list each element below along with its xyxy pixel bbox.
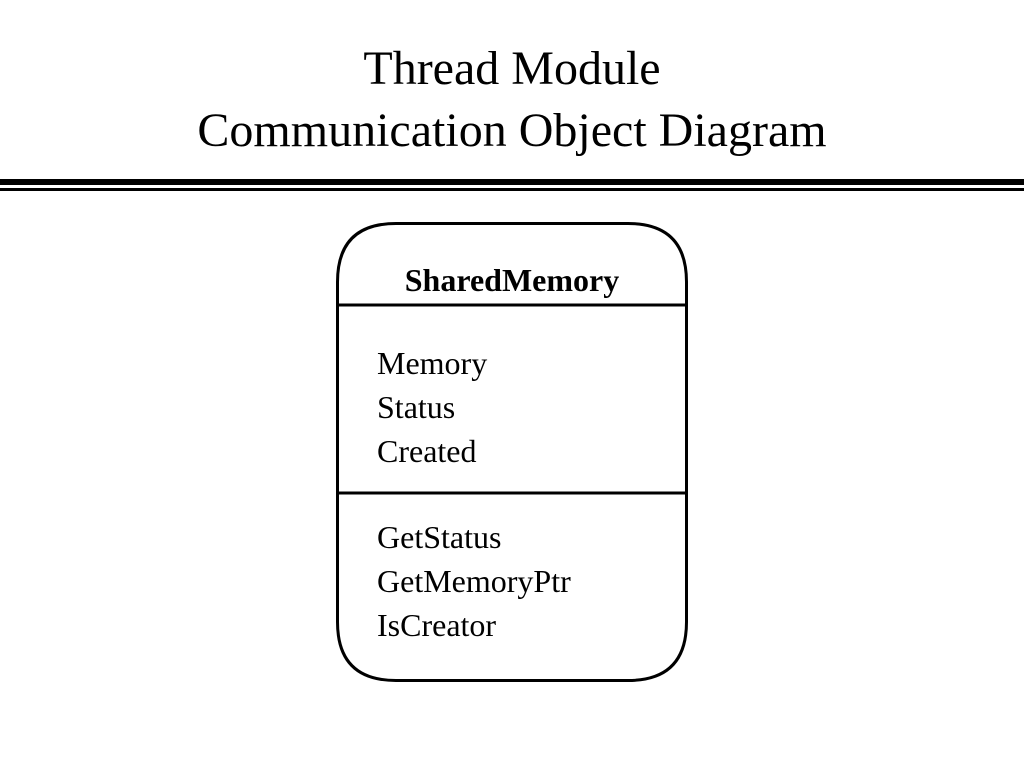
class-box-border — [336, 222, 688, 682]
title-rule-thin — [0, 188, 1024, 191]
slide-title: Thread Module Communication Object Diagr… — [0, 38, 1024, 162]
attribute-item: Status — [377, 389, 456, 425]
title-line-2: Communication Object Diagram — [197, 104, 827, 157]
title-rule-thick — [0, 179, 1024, 185]
attribute-list: Memory Status Created — [377, 341, 487, 473]
operation-item: GetStatus — [377, 519, 502, 555]
attribute-item: Memory — [377, 345, 488, 381]
class-box-outline — [336, 222, 688, 682]
title-line-1: Thread Module — [363, 42, 661, 95]
operation-item: GetMemoryPtr — [377, 563, 571, 599]
operation-list: GetStatus GetMemoryPtr IsCreator — [377, 515, 571, 647]
class-name: SharedMemory — [404, 262, 620, 298]
operation-item: IsCreator — [377, 607, 497, 643]
class-box-shared-memory: SharedMemory Memory Status Created GetSt… — [336, 222, 688, 682]
attribute-item: Created — [377, 433, 477, 469]
